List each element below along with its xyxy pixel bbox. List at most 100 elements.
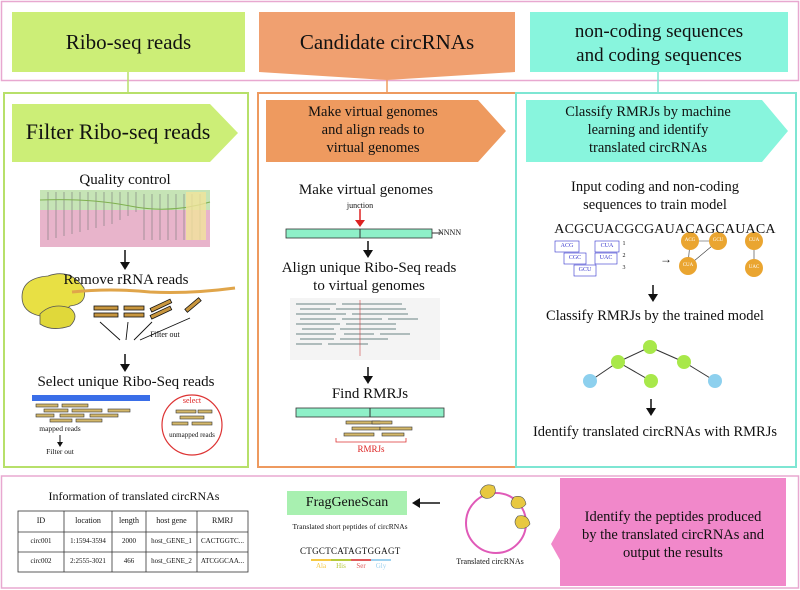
node-label: ACG	[684, 238, 696, 243]
sequences-label-line2: and coding sequences	[576, 45, 742, 66]
mapped-reads	[32, 395, 150, 447]
candidate-circrna-label: Candidate circRNAs	[299, 30, 475, 54]
right-header-line1: Classify RMRJs by machine	[565, 104, 731, 120]
table-cell: 1:1594-3594	[70, 537, 106, 545]
node-label: CUA	[682, 263, 694, 268]
mid-panel-header: Make virtual genomes and align reads to …	[266, 103, 480, 157]
table-cell: 466	[123, 557, 135, 565]
codon-network	[679, 232, 763, 277]
dna-sequence: CTGCTCATAGTGGAGT	[300, 546, 401, 556]
decision-tree	[583, 340, 722, 388]
remove-rrna-label: Remove rRNA reads	[63, 272, 189, 288]
table-header: length	[119, 516, 139, 525]
quality-control-chart	[39, 190, 211, 247]
left-header-shape	[12, 104, 238, 162]
node-label: UAC	[748, 265, 760, 270]
ribo-seq-label: Ribo-seq reads	[65, 30, 192, 54]
table-cell: host_GENE_2	[151, 557, 192, 565]
sequences-box	[530, 12, 788, 72]
node-label: GCU	[712, 238, 724, 243]
codon-index: 2	[622, 253, 626, 259]
table-header: location	[75, 516, 101, 525]
table-cell: 2:2555-3021	[70, 557, 106, 565]
right-header-shape	[526, 100, 788, 162]
find-rmrjs-label: Find RMRJs	[331, 386, 409, 402]
sequences-label: non-coding sequences and coding sequence…	[530, 20, 788, 68]
right-header-line3: translated circRNAs	[589, 140, 707, 156]
table-cell: CACTGGTC...	[201, 537, 244, 545]
table-cell: circ002	[30, 557, 52, 565]
codon-index: 3	[622, 265, 626, 271]
classify-label: Classify RMRJs by the trained model	[546, 308, 764, 324]
table-header: ID	[36, 516, 46, 525]
make-virtual-label: Make virtual genomes	[298, 182, 434, 198]
table-cell: 2000	[122, 537, 136, 545]
fraggenescan-label: FragGeneScan	[305, 495, 389, 510]
rrna-reads	[93, 297, 202, 320]
node-label: CUA	[748, 238, 760, 243]
table-cell: ATCGGCAA...	[200, 557, 245, 565]
select-label: select	[182, 396, 202, 405]
ribo-seq-box	[12, 12, 245, 72]
translated-circrna-icon	[465, 484, 531, 554]
codon-label: GCU	[578, 267, 592, 273]
input-line1: Input coding and non-coding	[571, 179, 739, 195]
right-panel-header: Classify RMRJs by machine learning and i…	[530, 103, 766, 157]
sequence-text: ACGCUACGCGAUACAGCAUACA	[554, 222, 776, 237]
table-title: Information of translated circRNAs	[48, 489, 220, 503]
sequences-label-line1: non-coding sequences	[574, 21, 744, 42]
rmrjs-label: RMRJs	[357, 444, 385, 454]
left-panel-header: Filter Ribo-seq reads	[25, 119, 211, 144]
input-line2: sequences to train model	[583, 197, 727, 213]
nnnn-label: NNNN	[438, 228, 462, 237]
mapped-reads-label: mapped reads	[39, 424, 81, 433]
circrna-box	[259, 12, 515, 80]
align-line2: to virtual genomes	[313, 278, 425, 294]
amino-acid-label: His	[336, 562, 346, 570]
top-frame	[0, 0, 800, 82]
table-cell: circ001	[30, 537, 52, 545]
left-panel-frame	[3, 92, 249, 468]
mid-header-line2: and align reads to	[321, 122, 425, 138]
right-panel-frame	[515, 92, 797, 468]
select-unique-label: Select unique Ribo-Seq reads	[37, 374, 215, 390]
output-label: Identify the peptides produced by the tr…	[560, 508, 786, 562]
table-header: host gene	[156, 516, 187, 525]
mid-header-line3: virtual genomes	[326, 140, 420, 156]
alignment-view	[290, 298, 440, 360]
right-header-line2: learning and identify	[587, 122, 709, 138]
codon-graph	[554, 240, 620, 277]
rmrj-bar	[295, 407, 445, 443]
codon-index: 1	[622, 241, 626, 247]
output-line3: output the results	[623, 545, 723, 561]
virtual-genome-bar	[285, 209, 441, 239]
identify-label: Identify translated circRNAs with RMRJs	[532, 424, 778, 440]
bottom-frame	[0, 475, 800, 589]
fraggenescan-box	[287, 491, 407, 515]
unmapped-reads-label: unmapped reads	[169, 431, 215, 439]
output-line2: by the translated circRNAs and	[581, 527, 764, 543]
ribosome-illustration	[21, 273, 236, 329]
peptides-caption: Translated short peptides of circRNAs	[292, 522, 408, 531]
junction-label: junction	[346, 201, 374, 210]
mid-header-shape	[266, 100, 506, 162]
sequence-codon-bars	[311, 559, 391, 561]
codon-label: ACG	[560, 243, 574, 249]
quality-control-label: Quality control	[79, 172, 171, 188]
table-header: RMRJ	[212, 516, 233, 525]
filter-out-label-1: Filter out	[150, 330, 180, 339]
output-line1: Identify the peptides produced	[584, 509, 762, 525]
align-line1: Align unique Ribo-Seq reads	[281, 260, 457, 276]
amino-acid-label: Ser	[356, 562, 366, 570]
table-cell: host_GENE_1	[151, 537, 192, 545]
filter-out-label-2: Filter out	[46, 447, 74, 456]
arrow-glyph: →	[660, 252, 672, 266]
translated-circrna-label: Translated circRNAs	[456, 557, 524, 566]
codon-label: CUA	[600, 243, 614, 249]
unmapped-reads-circle	[161, 394, 223, 456]
results-table	[17, 510, 249, 573]
input-sequences-label: Input coding and non-coding sequences to…	[526, 178, 784, 214]
output-box	[551, 478, 786, 586]
